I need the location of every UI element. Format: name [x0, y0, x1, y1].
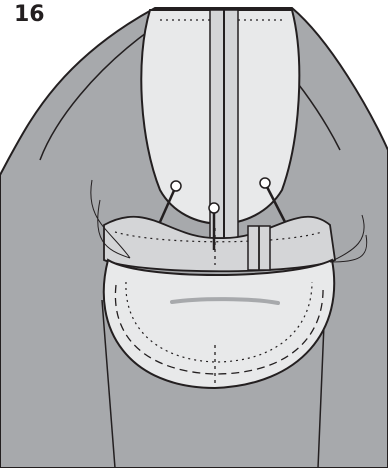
- sewing-diagram: [0, 0, 388, 468]
